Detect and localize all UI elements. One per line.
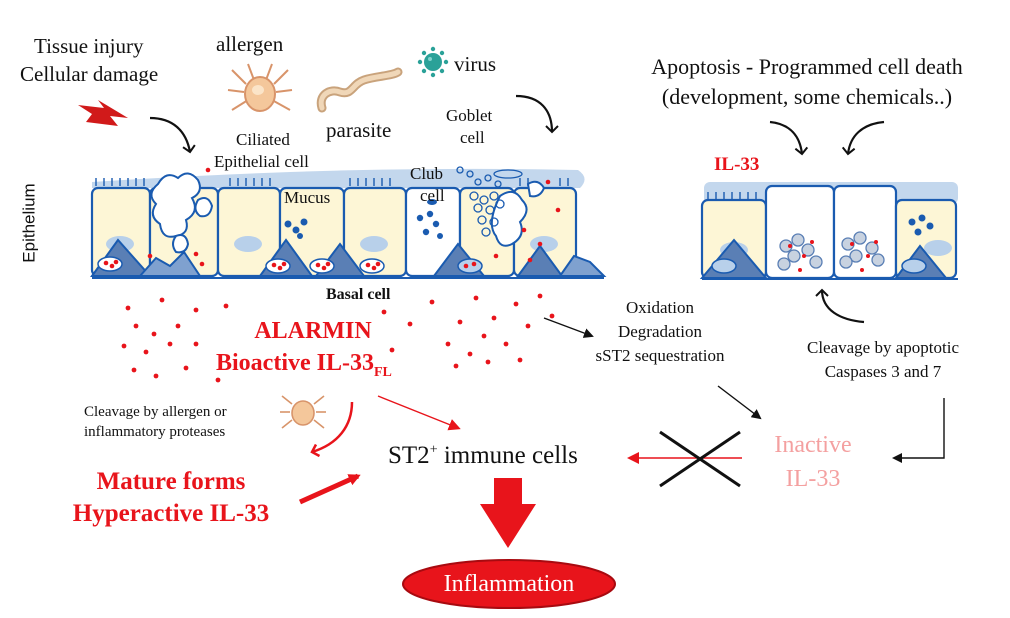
proteases-label: inflammatory proteases [84, 424, 226, 440]
club-label: Club [410, 164, 444, 183]
il33-apoptosis-label: IL-33 [714, 154, 760, 175]
alarmin-to-st2-arrow [377, 395, 461, 431]
goblet-label: Goblet [446, 106, 493, 125]
oxidation-arrow [543, 317, 594, 338]
club-cell-label: cell [420, 186, 445, 205]
hyperactive-il33-label: Hyperactive IL-33 [72, 500, 270, 527]
left-epithelium [90, 166, 607, 279]
virus-label: virus [454, 52, 496, 76]
allergen-label: allergen [216, 32, 284, 56]
st2-immune-cells-label: ST2+ immune cells [388, 442, 578, 469]
oxidation-label: Oxidation [626, 298, 694, 317]
allergen-cleavage-label: Cleavage by allergen or [84, 404, 227, 420]
bioactive-il33-subscript: FL [373, 364, 392, 380]
epithelial-cell-label: Epithelial cell [214, 152, 309, 171]
apoptosis-arrow-right [841, 120, 885, 156]
cellular-damage-label: Cellular damage [20, 62, 159, 86]
mature-forms-label: Mature forms [96, 468, 246, 495]
parasite-worm-icon [316, 67, 403, 113]
st2-superscript: + [429, 442, 438, 458]
tissue-injury-label: Tissue injury [34, 34, 144, 58]
apoptosis-arrow-left [769, 120, 809, 156]
mature-to-st2-arrow [298, 473, 361, 505]
epithelium-label: Epithelium [19, 183, 39, 263]
sequestration-label: sST2 sequestration [595, 346, 725, 365]
blocked-x-icon [659, 430, 741, 488]
parasite-label: parasite [326, 118, 392, 142]
il33-particles [121, 293, 555, 383]
apoptotic-cleavage-label: Cleavage by apoptotic [806, 338, 959, 357]
ciliated-label: Ciliated [236, 130, 290, 149]
right-epithelium [699, 182, 958, 280]
caspases-label: Caspases 3 and 7 [824, 362, 942, 381]
inactive-il33-label: IL-33 [785, 466, 841, 492]
basal-cell-label: Basal cell [326, 286, 391, 303]
degradation-label: Degradation [617, 322, 703, 341]
apoptosis-title: Apoptosis - Programmed cell death [651, 54, 963, 79]
goblet-cell-label: cell [460, 128, 485, 147]
apoptosis-subtitle: (development, some chemicals..) [661, 84, 953, 109]
allergen-mite-small-icon [280, 395, 326, 429]
caspase-to-inactive-arrow [892, 398, 945, 463]
alarmin-label: ALARMIN [254, 318, 372, 344]
inflammation-label: Inflammation [443, 571, 575, 597]
degradation-arrow [717, 385, 762, 420]
virus-icon [417, 46, 449, 78]
cleavage-arrow [310, 401, 354, 458]
allergen-mite-icon [227, 63, 293, 112]
lightning-icon [78, 100, 128, 126]
inflammation-badge [402, 559, 616, 609]
caspase-arrow [815, 288, 865, 324]
bioactive-il33-label: Bioactive IL-33FL [216, 350, 392, 380]
virus-arrow [515, 94, 559, 134]
injury-arrow [149, 116, 196, 154]
inactive-label: Inactive [774, 432, 852, 458]
mucus-label: Mucus [284, 188, 331, 207]
to-inflammation-arrow [480, 478, 536, 548]
